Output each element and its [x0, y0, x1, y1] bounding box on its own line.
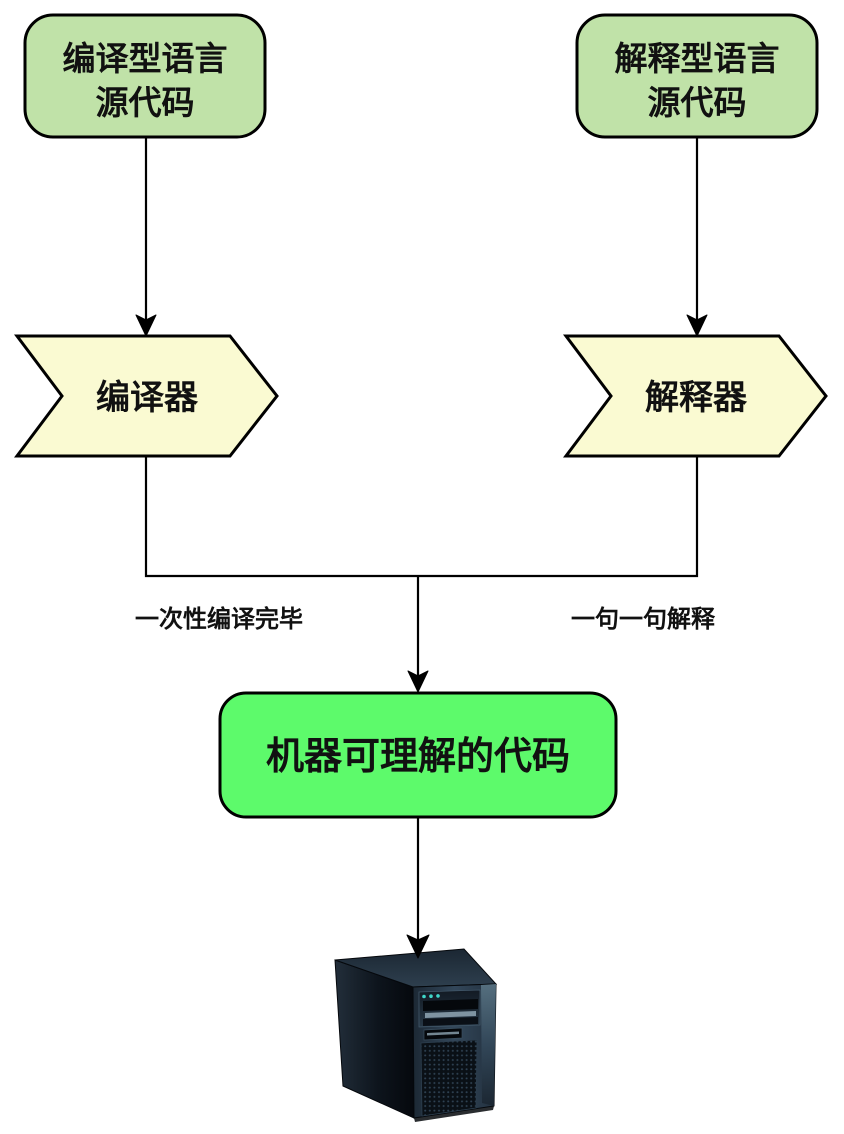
- chevron-compiler: [14, 334, 279, 458]
- computer-small-bay-slot: [427, 1031, 459, 1036]
- interpreter-label: 解释器: [645, 379, 748, 417]
- computer-base-edge: [414, 1106, 494, 1122]
- arrow-compiled-to-compiler-head: [135, 314, 157, 337]
- edge-label-interpret-line-by-line: 一句一句解释: [571, 605, 716, 633]
- computer-optical-drive-slot: [423, 999, 478, 1011]
- arrow-machine-to-computer-head: [406, 934, 430, 959]
- computer-drive-bay-2: [423, 1017, 478, 1026]
- node-compiled-source-line1: 编译型语言: [63, 40, 228, 77]
- machine-code-label: 机器可理解的代码: [266, 736, 570, 778]
- chevron-interpreter: [563, 334, 828, 458]
- node-interpreted-source-line1: 解释型语言: [615, 40, 780, 77]
- computer-led-2: [429, 994, 433, 998]
- edge-label-compile-once: 一次性编译完毕: [135, 605, 303, 633]
- arrow-interpreted-to-interpreter-head: [686, 314, 708, 337]
- computer-grille: [420, 1039, 478, 1117]
- arrow-merge-to-machine-head: [407, 670, 429, 693]
- computer-tower-icon: [334, 948, 498, 1122]
- computer-drive-tray: [425, 1011, 476, 1018]
- computer-led-3: [436, 994, 440, 998]
- node-compiled-source-line2: 源代码: [96, 84, 195, 121]
- node-interpreted-source-line2: 源代码: [648, 84, 747, 121]
- merge-connector: [144, 456, 699, 578]
- computer-side-strip: [481, 984, 496, 1106]
- compiler-label: 编译器: [96, 379, 199, 417]
- computer-led-1: [422, 994, 426, 999]
